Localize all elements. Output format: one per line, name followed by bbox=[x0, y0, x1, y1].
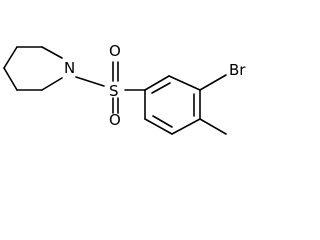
piperidine-ring bbox=[3, 46, 63, 91]
atom-label-nitrogen: N bbox=[64, 59, 75, 77]
bond-n-c2 bbox=[41, 46, 63, 59]
atom-label-oxygen-top: O bbox=[109, 42, 121, 60]
bond-c3-c4 bbox=[3, 46, 18, 69]
bond-ar-inner-c bbox=[152, 115, 173, 128]
chemical-structure-diagram: N S O O Br bbox=[3, 42, 246, 135]
bond-c6-n bbox=[41, 77, 63, 91]
bond-c4-c5 bbox=[3, 67, 18, 91]
bond-ar-c1-c2 bbox=[144, 75, 170, 91]
bond-ar-c2-c3 bbox=[168, 75, 201, 91]
bond-ar-c4-c5 bbox=[171, 118, 201, 135]
atom-label-sulfur: S bbox=[109, 82, 119, 100]
bond-ar-br bbox=[199, 74, 227, 91]
bond-ar-methyl bbox=[199, 118, 227, 135]
bond-ar-c5-c6 bbox=[144, 118, 173, 135]
sulfonyl-group bbox=[112, 61, 119, 114]
bond-ar-inner-a bbox=[151, 82, 171, 94]
atom-label-oxygen-bottom: O bbox=[109, 111, 121, 129]
benzene-ring bbox=[144, 75, 201, 135]
atom-label-bromine: Br bbox=[229, 61, 246, 79]
bond-n-s bbox=[75, 76, 105, 87]
